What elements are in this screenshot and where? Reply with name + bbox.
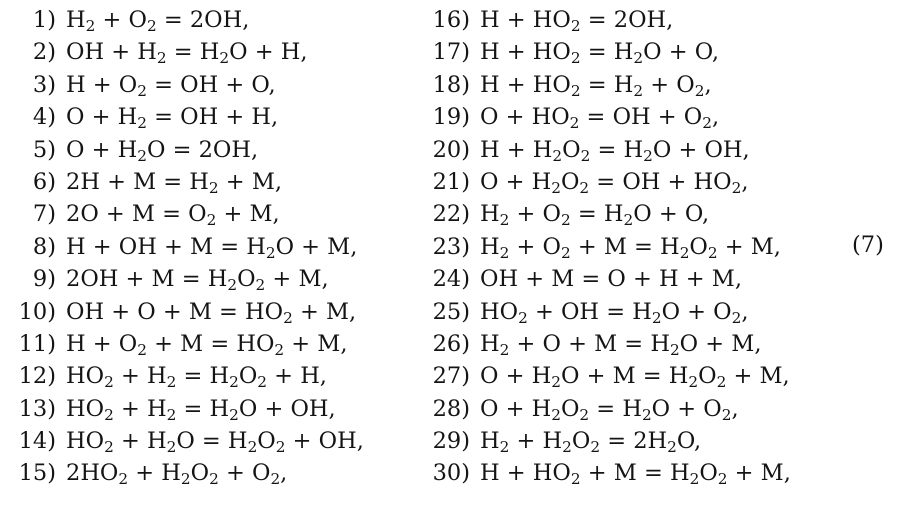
reaction-number: 14) <box>18 428 56 455</box>
reaction-row: 22) H2 + O2 = H2O + O, <box>425 198 791 230</box>
reaction-row: 21) O + H2O2 = OH + HO2, <box>425 166 791 198</box>
reaction-row: 4) O + H2 = OH + H, <box>8 101 364 133</box>
reaction-row: 25) HO2 + OH = H2O + O2, <box>425 296 791 328</box>
reaction-equation: H + H2O2 = H2O + OH, <box>480 136 750 165</box>
reaction-equation: O + HO2 = OH + O2, <box>480 104 720 132</box>
reaction-number: 22) <box>432 201 470 228</box>
reaction-number: 24) <box>432 266 470 293</box>
reaction-number: 30) <box>432 460 470 487</box>
reaction-number: 10) <box>18 298 56 325</box>
reaction-number: 23) <box>432 233 470 260</box>
reaction-equation: 2O + M = O2 + M, <box>66 201 280 230</box>
reaction-number: 9) <box>32 266 56 293</box>
reaction-equation: H2 + O2 = 2OH, <box>66 7 250 35</box>
reaction-equation: O + H2O = 2OH, <box>66 136 259 165</box>
reaction-number: 21) <box>432 168 470 195</box>
equation-tag: (7) <box>852 232 884 258</box>
reaction-row: 12) HO2 + H2 = H2O2 + H, <box>8 360 364 392</box>
reaction-number: 17) <box>432 39 470 66</box>
reaction-number: 3) <box>32 71 56 98</box>
reaction-number: 26) <box>432 330 470 357</box>
reaction-equation: H + O2 + M = HO2 + M, <box>66 330 348 359</box>
reaction-equation: H + HO2 = H2O + O, <box>480 39 719 68</box>
reaction-number: 12) <box>18 363 56 390</box>
reaction-number: 15) <box>18 460 56 487</box>
reaction-equation: H + HO2 = H2 + O2, <box>480 71 712 100</box>
reaction-equation: OH + M = O + H + M, <box>480 266 742 293</box>
reaction-equation: HO2 + H2O = H2O2 + OH, <box>66 428 364 456</box>
reaction-equation: O + H2O + M = H2O2 + M, <box>480 363 790 392</box>
reaction-equation: 2OH + M = H2O2 + M, <box>66 266 329 294</box>
reaction-row: 24) OH + M = O + H + M, <box>425 263 791 295</box>
reaction-equation: OH + O + M = HO2 + M, <box>66 298 357 327</box>
reaction-number: 11) <box>18 330 56 357</box>
reaction-equation: H2 + O + M = H2O + M, <box>480 330 762 359</box>
reaction-row: 28) O + H2O2 = H2O + O2, <box>425 393 791 425</box>
reaction-row: 26) H2 + O + M = H2O + M, <box>425 328 791 360</box>
reaction-number: 28) <box>432 395 470 422</box>
reaction-number: 4) <box>32 104 56 131</box>
reaction-equation: 2H + M = H2 + M, <box>66 168 283 197</box>
reaction-equation: H2 + O2 = H2O + O, <box>480 201 710 230</box>
reaction-equation: H2 + O2 + M = H2O2 + M, <box>480 233 781 262</box>
reaction-number: 2) <box>32 39 56 66</box>
reaction-number: 29) <box>432 428 470 455</box>
reaction-equation: OH + H2 = H2O + H, <box>66 39 308 68</box>
reaction-row: 29) H2 + H2O2 = 2H2O, <box>425 425 791 457</box>
reaction-row: 17) H + HO2 = H2O + O, <box>425 36 791 68</box>
reaction-number: 18) <box>432 71 470 98</box>
reaction-row: 15) 2HO2 + H2O2 + O2, <box>8 457 364 489</box>
equations-column-right: 16)H + HO2 = 2OH,17)H + HO2 = H2O + O,18… <box>425 4 791 490</box>
reaction-row: 8) H + OH + M = H2O + M, <box>8 231 364 263</box>
reaction-number: 5) <box>32 136 56 163</box>
reaction-equation: H + O2 = OH + O, <box>66 71 276 100</box>
reaction-number: 25) <box>432 298 470 325</box>
reaction-equation: O + H2O2 = OH + HO2, <box>480 168 749 197</box>
reaction-number: 7) <box>32 201 56 228</box>
reaction-number: 20) <box>432 136 470 163</box>
reaction-equation: H + OH + M = H2O + M, <box>66 233 358 262</box>
reaction-number: 8) <box>32 233 56 260</box>
reaction-row: 2) OH + H2 = H2O + H, <box>8 36 364 68</box>
reaction-equation: HO2 + OH = H2O + O2, <box>480 298 749 327</box>
reaction-equation: H2 + H2O2 = 2H2O, <box>480 428 702 456</box>
reaction-number: 1) <box>32 7 56 33</box>
reaction-equation: O + H2O2 = H2O + O2, <box>480 395 739 424</box>
reaction-row: 20) H + H2O2 = H2O + OH, <box>425 134 791 166</box>
reaction-equation: HO2 + H2 = H2O2 + H, <box>66 363 327 392</box>
reaction-number: 27) <box>432 363 470 390</box>
reaction-row: 19) O + HO2 = OH + O2, <box>425 101 791 133</box>
reaction-equation: O + H2 = OH + H, <box>66 104 279 132</box>
reaction-row: 13) HO2 + H2 = H2O + OH, <box>8 393 364 425</box>
reaction-number: 6) <box>32 168 56 195</box>
reaction-row: 27) O + H2O + M = H2O2 + M, <box>425 360 791 392</box>
equations-column-left: 1) H2 + O2 = 2OH, 2) OH + H2 = H2O + H, 3) H … <box>8 4 364 490</box>
reaction-row: 9) 2OH + M = H2O2 + M, <box>8 263 364 295</box>
reaction-equation: H + HO2 + M = H2O2 + M, <box>480 460 791 489</box>
reaction-row: 5) O + H2O = 2OH, <box>8 134 364 166</box>
reaction-row: 11) H + O2 + M = HO2 + M, <box>8 328 364 360</box>
reaction-row: 3) H + O2 = OH + O, <box>8 69 364 101</box>
reaction-row: 10) OH + O + M = HO2 + M, <box>8 296 364 328</box>
reaction-row: 23) H2 + O2 + M = H2O2 + M, <box>425 231 791 263</box>
reaction-row: 16) H + HO2 = 2OH, <box>425 4 791 36</box>
reaction-row: 1) H2 + O2 = 2OH, <box>8 4 364 36</box>
reaction-number: 19) <box>432 104 470 131</box>
reaction-row: 30) H + HO2 + M = H2O2 + M, <box>425 457 791 489</box>
reaction-row: 7) 2O + M = O2 + M, <box>8 198 364 230</box>
reaction-equation: 2HO2 + H2O2 + O2, <box>66 460 288 489</box>
reaction-number: 16) <box>432 7 470 33</box>
reaction-row: 6) 2H + M = H2 + M, <box>8 166 364 198</box>
reaction-equation: HO2 + H2 = H2O + OH, <box>66 395 336 424</box>
reaction-number: 13) <box>18 395 56 422</box>
reaction-equation: H + HO2 = 2OH, <box>480 7 674 35</box>
reaction-row: 14) HO2 + H2O = H2O2 + OH, <box>8 425 364 457</box>
reaction-row: 18) H + HO2 = H2 + O2, <box>425 69 791 101</box>
